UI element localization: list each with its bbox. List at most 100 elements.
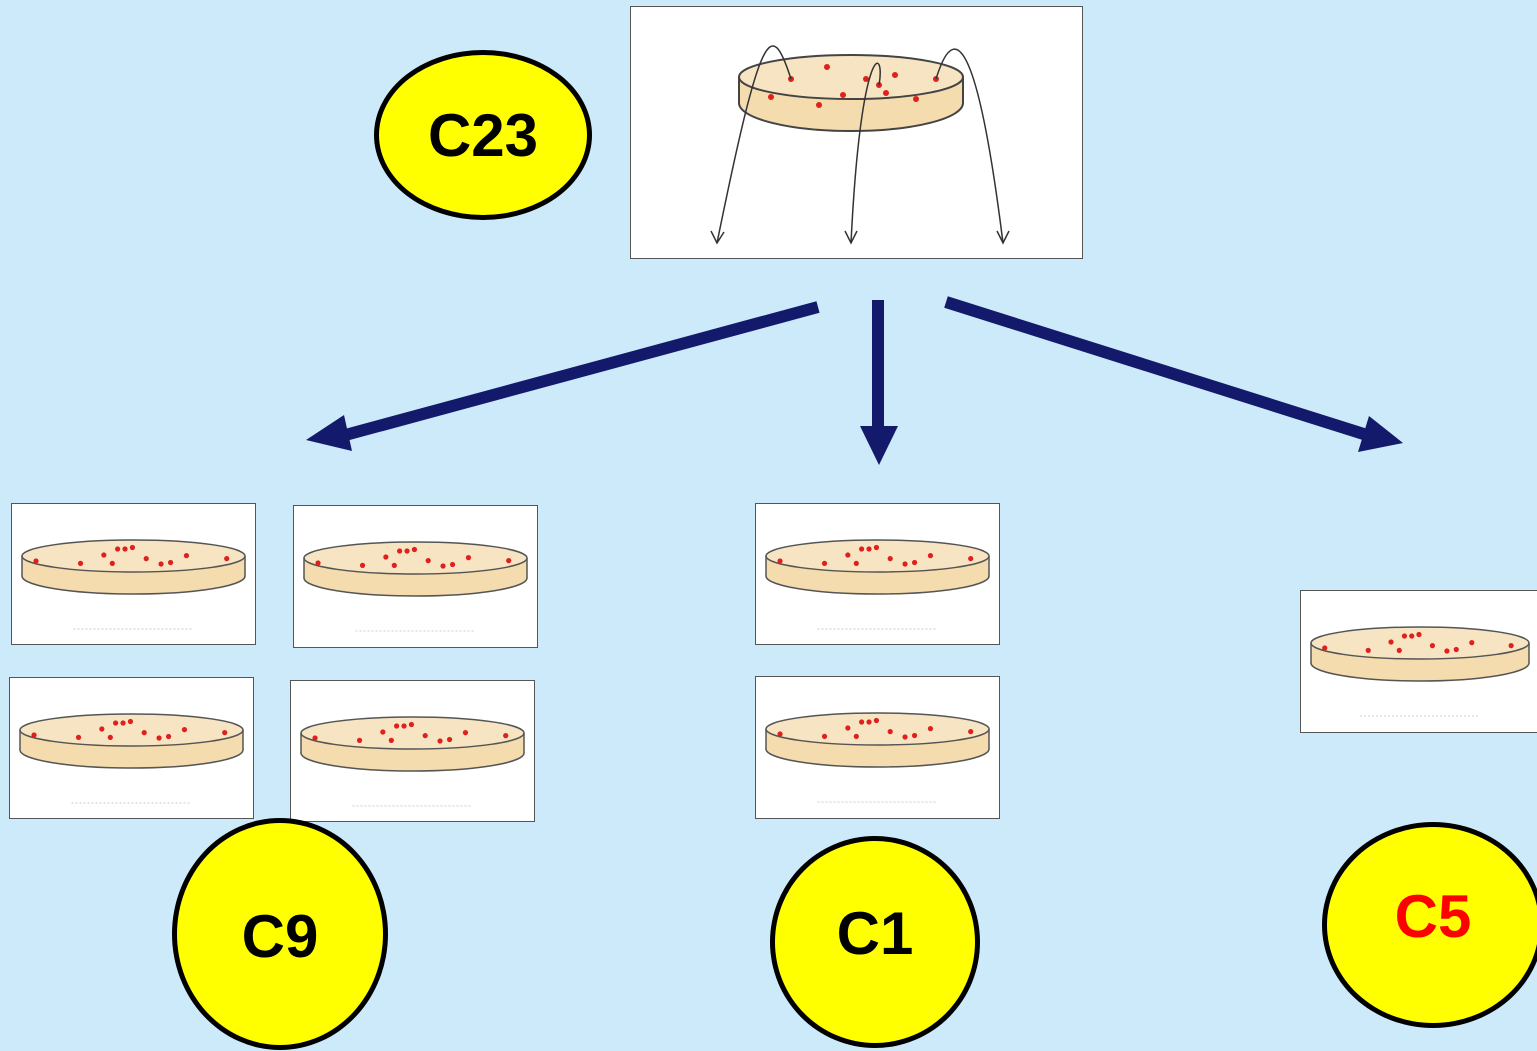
colony: [359, 562, 366, 568]
transfer-paths: [716, 45, 1004, 244]
dish-rim: [21, 539, 246, 573]
colony: [1453, 646, 1459, 653]
colony: [859, 719, 865, 725]
colony: [312, 735, 318, 741]
colony: [1416, 631, 1422, 638]
colony: [356, 737, 363, 743]
group-label-c1-text: C1: [836, 899, 914, 967]
colony: [845, 552, 851, 558]
master-plate-card: [630, 6, 1083, 259]
colony: [873, 717, 880, 724]
colony: [397, 548, 403, 554]
colony: [165, 733, 172, 740]
replica-plate-c9-3: [9, 677, 254, 819]
colony: [777, 731, 783, 737]
colony: [902, 734, 908, 740]
colony: [821, 733, 828, 739]
colony: [927, 553, 934, 559]
colony: [506, 558, 512, 564]
colony: [77, 560, 84, 566]
colony: [122, 546, 128, 552]
arrow-right: [944, 296, 1372, 442]
colony: [156, 735, 162, 741]
colony: [31, 732, 37, 738]
colony: [1388, 639, 1394, 645]
colony: [866, 719, 872, 725]
colony: [224, 556, 230, 562]
colony: [408, 721, 415, 728]
group-label-c1: C1: [770, 836, 980, 1048]
colony: [143, 556, 149, 562]
dish-rim: [765, 712, 990, 746]
dish-rim: [300, 716, 525, 750]
colony: [462, 730, 469, 736]
colony: [129, 544, 136, 551]
petri-dish-illustration: [1310, 626, 1530, 717]
colony: [109, 560, 115, 566]
colony: [821, 560, 828, 566]
colony: [167, 559, 174, 566]
colony: [383, 554, 389, 560]
master-plate-illustration: [710, 45, 1079, 245]
colony: [101, 552, 107, 558]
dish-rim: [1310, 626, 1530, 660]
colony: [394, 723, 400, 729]
colony: [902, 561, 908, 567]
replica-plate-c1-2: [755, 676, 1000, 819]
colony: [859, 546, 865, 552]
colony: [911, 732, 918, 739]
arrow-center-head: [860, 426, 898, 465]
colony: [1508, 643, 1514, 649]
dish-rim: [19, 713, 244, 747]
petri-dish-illustration: [21, 539, 246, 630]
colony: [911, 559, 918, 566]
arrow-left-head: [306, 415, 352, 451]
colony: [887, 729, 893, 735]
colony: [1409, 633, 1415, 639]
replica-plate-c9-1: [11, 503, 256, 645]
colony: [380, 729, 386, 735]
colony: [401, 723, 407, 729]
colony: [115, 546, 121, 552]
colony: [503, 733, 509, 739]
colony: [887, 556, 893, 562]
colony: [465, 555, 472, 561]
replica-plate-c1-1: [755, 503, 1000, 645]
colony: [440, 563, 446, 569]
colony: [391, 562, 397, 568]
master-colonies: [768, 64, 939, 108]
colony: [968, 729, 974, 735]
colony: [181, 727, 188, 733]
dish-rim: [765, 539, 990, 573]
colony: [183, 553, 190, 559]
petri-dish-illustration: [19, 713, 244, 804]
colony: [1401, 633, 1408, 639]
colony: [411, 546, 418, 553]
colony: [404, 548, 410, 554]
colony: [866, 546, 872, 552]
colony: [33, 558, 39, 564]
source-plate-label: C23: [374, 50, 592, 220]
colony: [99, 726, 105, 732]
colony: [449, 561, 456, 568]
colony: [158, 561, 164, 567]
colony: [853, 733, 859, 739]
colony: [1429, 643, 1436, 649]
blank-label-area: [889, 137, 1079, 192]
colony: [1322, 645, 1328, 651]
colony: [388, 737, 394, 743]
replica-plate-c9-4: [290, 680, 535, 822]
replica-plate-c5-1: [1300, 590, 1537, 733]
group-label-c5: C5: [1322, 822, 1537, 1028]
petri-dish-illustration: [303, 541, 528, 632]
arrow-right-head: [1358, 416, 1403, 452]
colony: [1469, 640, 1475, 646]
colony: [127, 718, 134, 725]
colony: [437, 738, 443, 744]
colony: [422, 733, 428, 739]
petri-dish-illustration: [300, 716, 525, 807]
arrow-left: [336, 301, 820, 443]
replica-plate-c9-2: [293, 505, 538, 648]
colony: [222, 730, 228, 736]
